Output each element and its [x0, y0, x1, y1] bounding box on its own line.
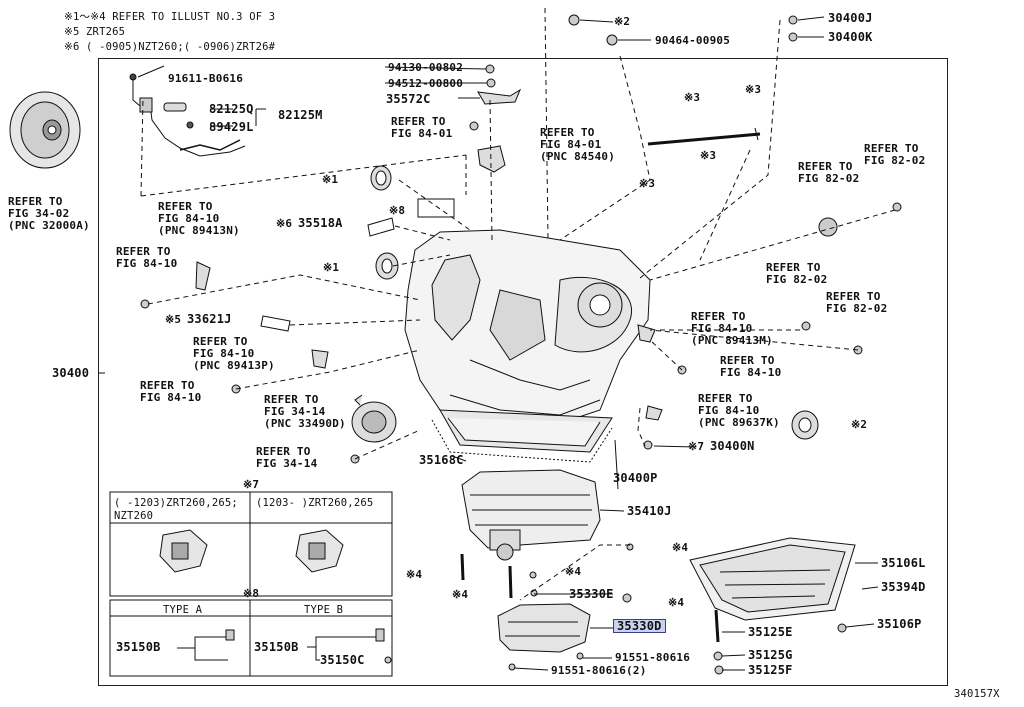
part-35518a[interactable]: 35518A: [298, 216, 343, 230]
part-35150b-type-a[interactable]: 35150B: [116, 640, 161, 654]
inset-7-box: [109, 491, 393, 597]
inset-7-left-label: ( -1203)ZRT260,265;: [114, 497, 238, 509]
mark-8-plate: ※8: [389, 204, 406, 217]
gasket-drawing: [431, 419, 613, 463]
part-94130-00802[interactable]: 94130-00802: [388, 61, 464, 74]
inset-7-left-label-2: NZT260: [114, 510, 154, 522]
switch-drawing: [477, 145, 506, 173]
part-30400[interactable]: 30400: [52, 366, 90, 380]
valve-body-drawing: [461, 469, 601, 561]
transmission-case-drawing: [404, 229, 651, 453]
part-82125m[interactable]: 82125M: [278, 108, 323, 122]
inset-8-type-a: TYPE A: [163, 604, 203, 616]
inset-8-type-b: TYPE B: [304, 604, 344, 616]
sensor-n-drawing: [195, 261, 211, 291]
gasket-33621j-drawing: [260, 315, 291, 332]
diagram-id: 340157X: [954, 688, 1000, 700]
mark-7-right: ※7: [688, 440, 705, 453]
mark-4-e: ※4: [668, 596, 685, 609]
mark-4-c: ※4: [565, 565, 582, 578]
mark-4-b: ※4: [406, 568, 423, 581]
torque-converter-drawing: [9, 91, 81, 169]
mark-3-d: ※3: [639, 177, 656, 190]
mark-7-inset: ※7: [243, 478, 260, 491]
part-30400p[interactable]: 30400P: [613, 471, 658, 485]
solenoid-drawing: [351, 394, 397, 443]
sensor-p-drawing: [311, 349, 329, 369]
mark-1-b: ※1: [323, 261, 340, 274]
note-line-3: ※6 ( -0905)NZT260;( -0906)ZRT26#: [64, 41, 276, 53]
part-91551-80616[interactable]: 91551-80616: [615, 651, 691, 664]
mark-2-right: ※2: [851, 418, 868, 431]
note-line-2: ※5 ZRT265: [64, 26, 126, 38]
part-35106l[interactable]: 35106L: [881, 556, 926, 570]
mark-3-a: ※3: [684, 91, 701, 104]
mark-4-a: ※4: [672, 541, 689, 554]
inset-8-box: [109, 599, 393, 677]
mark-3-b: ※3: [745, 83, 762, 96]
part-33621j[interactable]: 33621J: [187, 312, 232, 326]
part-82125q[interactable]: 82125Q: [209, 102, 254, 116]
part-35150c[interactable]: 35150C: [320, 653, 365, 667]
note-line-1: ※1～※4 REFER TO ILLUST NO.3 OF 3: [64, 11, 276, 23]
part-35572c[interactable]: 35572C: [386, 92, 431, 106]
part-90464-00905[interactable]: 90464-00905: [655, 34, 731, 47]
mark-6: ※6: [276, 217, 293, 230]
part-35394d[interactable]: 35394D: [881, 580, 926, 594]
part-35106p[interactable]: 35106P: [877, 617, 922, 631]
gasket-35518a-drawing: [367, 217, 395, 237]
plate-8-drawing: [417, 198, 455, 218]
part-30400j[interactable]: 30400J: [828, 11, 873, 25]
part-35330d-highlighted[interactable]: 35330D: [613, 619, 666, 633]
harness-drawing: [129, 73, 246, 157]
mark-1-a: ※1: [322, 173, 339, 186]
part-35410j[interactable]: 35410J: [627, 504, 672, 518]
sensor-m-drawing: [637, 324, 656, 343]
part-35125f[interactable]: 35125F: [748, 663, 793, 677]
part-35125g[interactable]: 35125G: [748, 648, 793, 662]
oil-pan-drawing: [689, 537, 856, 621]
strainer-drawing: [497, 603, 591, 653]
part-35125e[interactable]: 35125E: [748, 625, 793, 639]
part-35330e[interactable]: 35330E: [569, 587, 614, 601]
mark-2-top: ※2: [614, 15, 631, 28]
mark-5: ※5: [165, 313, 182, 326]
part-91551-80616-2[interactable]: 91551-80616(2): [551, 664, 647, 677]
sensor-k-drawing: [645, 405, 663, 421]
diagram-frame: [98, 58, 948, 686]
shift-shaft-drawing: [647, 132, 761, 146]
mark-4-d: ※4: [452, 588, 469, 601]
part-35150b-type-b[interactable]: 35150B: [254, 640, 299, 654]
part-91611-b0616[interactable]: 91611-B0616: [168, 72, 244, 85]
bracket-drawing: [477, 88, 522, 105]
part-35168c[interactable]: 35168C: [419, 453, 464, 467]
part-94512-00800[interactable]: 94512-00800: [388, 77, 464, 90]
part-30400n[interactable]: 30400N: [710, 439, 755, 453]
mark-8-inset: ※8: [243, 587, 260, 600]
inset-7-right-label: (1203- )ZRT260,265: [256, 497, 374, 509]
mark-3-c: ※3: [700, 149, 717, 162]
part-30400k[interactable]: 30400K: [828, 30, 873, 44]
part-89429l[interactable]: 89429L: [209, 120, 254, 134]
